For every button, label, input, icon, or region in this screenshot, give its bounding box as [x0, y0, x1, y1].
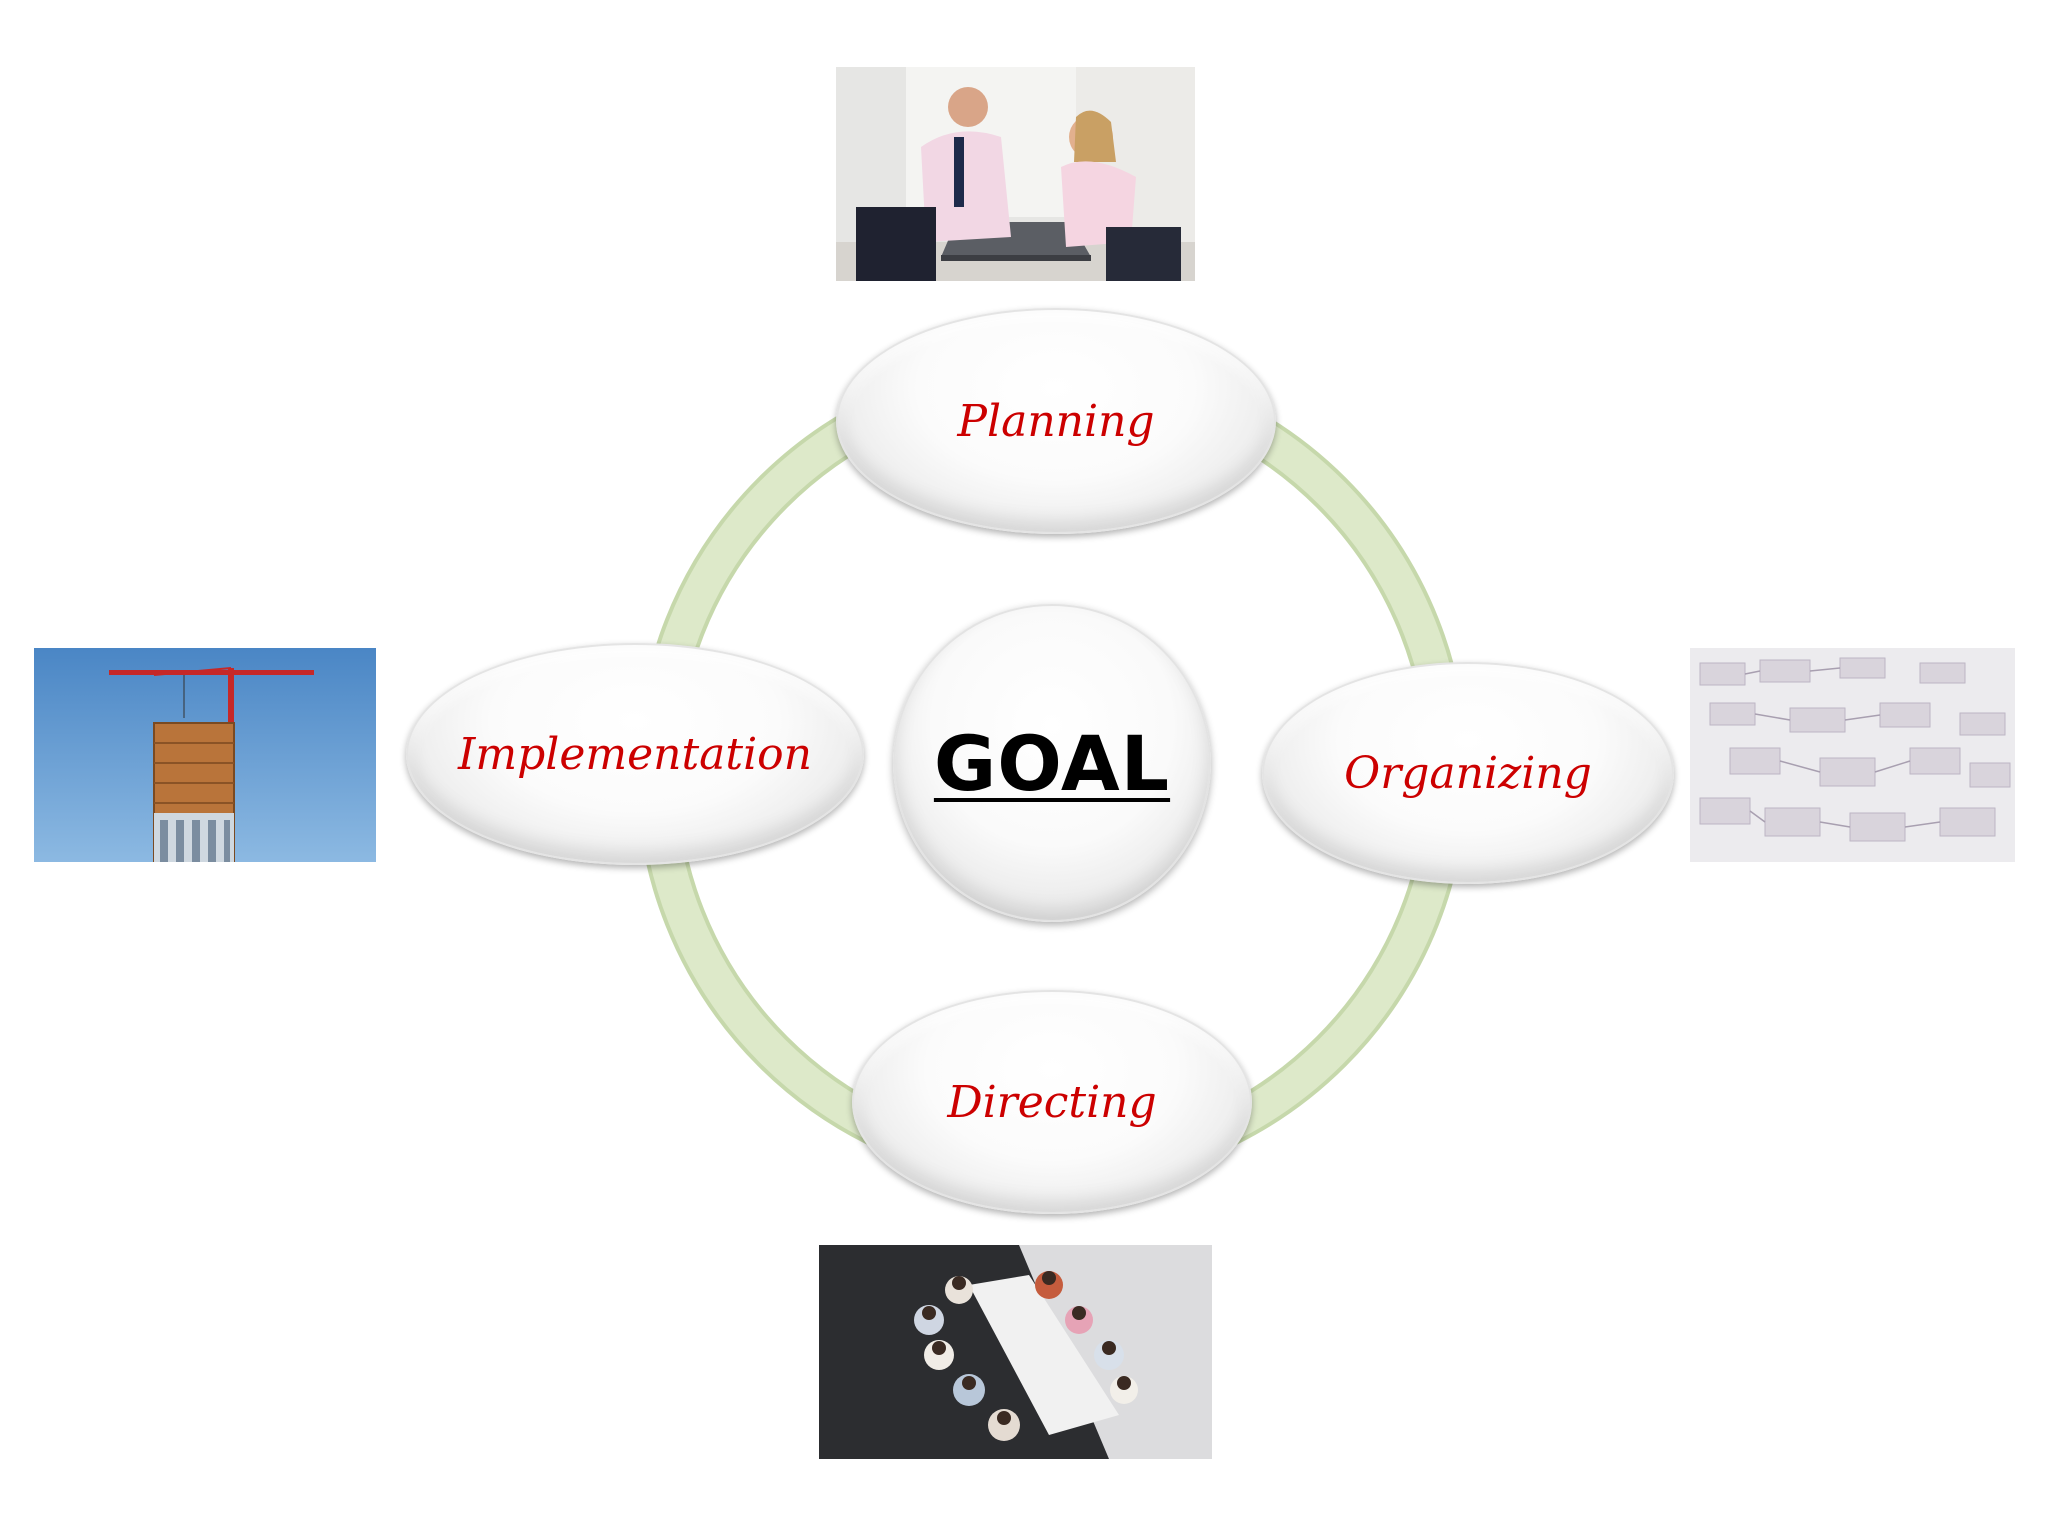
organizing-photo	[1690, 648, 2015, 862]
planning-label: Planning	[957, 395, 1155, 447]
implementation-node: Implementation	[406, 643, 864, 865]
implementation-photo	[34, 648, 376, 862]
implementation-label: Implementation	[458, 728, 812, 780]
directing-label: Directing	[947, 1076, 1157, 1128]
organizing-node: Organizing	[1262, 662, 1674, 884]
goal-label: GOAL	[933, 718, 1171, 808]
organizing-label: Organizing	[1344, 747, 1592, 799]
directing-photo	[819, 1245, 1212, 1459]
goal-node: GOAL	[893, 604, 1211, 922]
directing-node: Directing	[852, 990, 1252, 1214]
planning-photo	[836, 67, 1195, 281]
planning-node: Planning	[836, 308, 1276, 534]
